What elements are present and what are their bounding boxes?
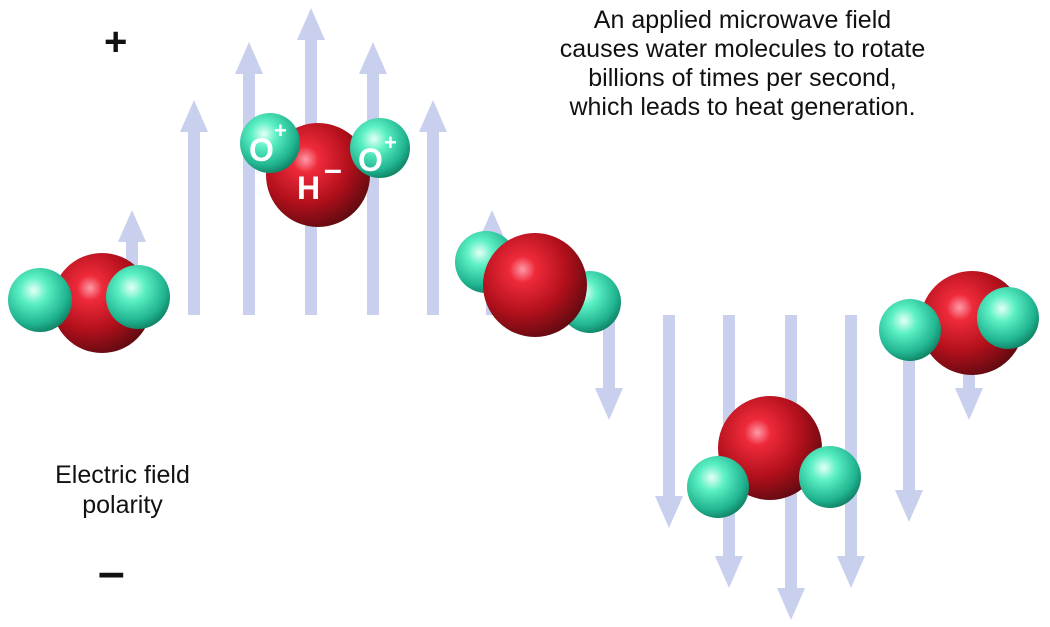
field-arrow-up	[180, 100, 208, 315]
water-molecule-bottom	[687, 396, 861, 518]
field-arrow-down	[595, 315, 623, 420]
water-molecule-labeled: O + H – O +	[240, 113, 410, 227]
caption-line: causes water molecules to rotate	[559, 35, 926, 63]
oxygen-atom	[483, 233, 587, 337]
atom-label-right: O	[358, 142, 383, 178]
water-molecule-left	[8, 253, 170, 353]
caption-line: which leads to heat generation.	[569, 93, 916, 121]
atom-label-center: H	[297, 170, 320, 206]
polarity-label-line: Electric field	[55, 461, 190, 489]
field-arrow-up	[419, 100, 447, 315]
atom-charge-left: +	[274, 118, 287, 143]
hydrogen-atom	[350, 118, 410, 178]
negative-polarity-sign: –	[98, 546, 125, 599]
hydrogen-atom	[8, 268, 72, 332]
atom-charge-center: –	[324, 151, 342, 187]
caption-line: An applied microwave field	[593, 6, 892, 34]
hydrogen-atom	[799, 446, 861, 508]
field-arrow-down	[655, 315, 683, 528]
field-arrow-up	[235, 42, 263, 315]
positive-polarity-sign: +	[104, 20, 128, 64]
hydrogen-atom	[240, 113, 300, 173]
polarity-label: Electric field polarity	[30, 460, 215, 520]
hydrogen-atom	[977, 287, 1039, 349]
water-molecule-right	[879, 271, 1039, 375]
water-molecule-middle	[455, 231, 621, 337]
hydrogen-atom	[879, 299, 941, 361]
caption-line: billions of times per second,	[588, 64, 897, 92]
atom-label-left: O	[249, 132, 274, 168]
caption-text: An applied microwave field causes water …	[520, 6, 965, 122]
hydrogen-atom	[106, 265, 170, 329]
polarity-label-line: polarity	[82, 491, 163, 519]
field-arrow-down	[895, 315, 923, 522]
hydrogen-atom	[687, 456, 749, 518]
atom-charge-right: +	[384, 130, 397, 155]
